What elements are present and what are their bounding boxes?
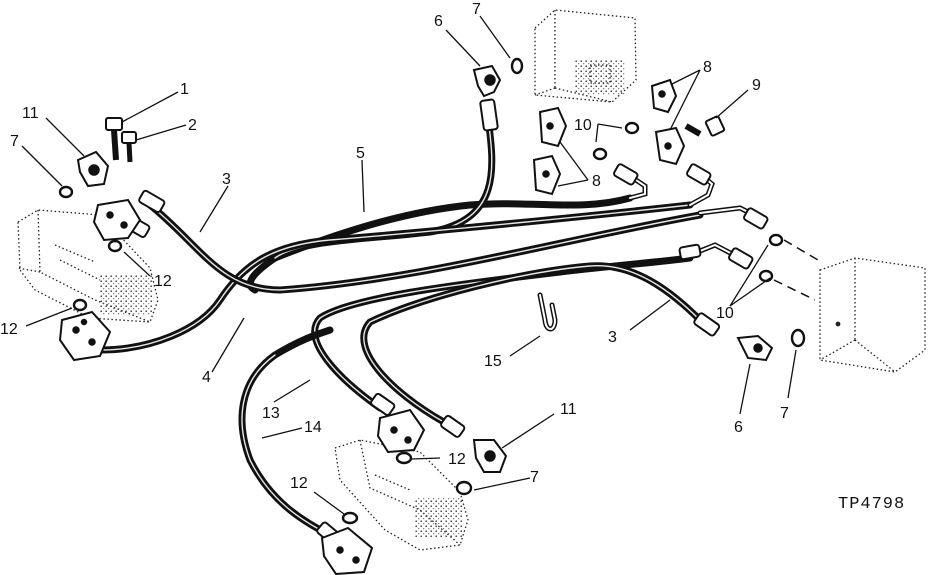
callout-10: 10: [716, 305, 734, 322]
callout-8: 8: [703, 59, 712, 76]
callout-9: 9: [752, 77, 761, 94]
cylinder-block-left: [17, 209, 159, 323]
callout-7: 7: [780, 405, 789, 422]
hose-14: [238, 326, 334, 539]
elbow-fitting-11-left: [76, 150, 110, 188]
callout-10: 10: [574, 117, 592, 134]
clamp-8-b: [654, 126, 686, 166]
figure-code: TP4798: [838, 495, 905, 514]
hose-3-left: [96, 201, 694, 354]
callout-12: 12: [290, 475, 308, 492]
elbow-fitting-6-right: [736, 334, 774, 362]
callout-6: 6: [734, 419, 743, 436]
flange-block-bottom-mid: [376, 408, 426, 454]
flange-block-left-top: [92, 198, 142, 242]
callout-14: 14: [304, 419, 322, 436]
clamp-8-a: [650, 78, 678, 114]
callout-12: 12: [448, 451, 466, 468]
hose-3-right: [360, 262, 709, 432]
flange-block-bottom: [320, 526, 374, 575]
steel-tube-upper: [627, 173, 648, 201]
elbow-fitting-6-top: [472, 64, 502, 98]
callout-11: 11: [22, 105, 39, 122]
callout-7: 7: [530, 469, 539, 486]
cap-screw-2: [121, 131, 137, 163]
callout-2: 2: [188, 117, 197, 134]
callout-3: 3: [222, 171, 231, 188]
o-rings: [58, 57, 806, 525]
callout-8: 8: [592, 173, 601, 190]
hose-15-u-fitting: [537, 292, 558, 332]
hose-5: [246, 114, 634, 294]
clamp-8-d: [532, 154, 562, 196]
hose-4: [146, 201, 704, 294]
callout-4: 4: [202, 369, 211, 386]
callout-12: 12: [154, 273, 172, 290]
hose-13: [311, 254, 694, 412]
callout-11: 11: [560, 401, 577, 418]
callout-5: 5: [356, 145, 365, 162]
flange-block-left-bottom: [58, 310, 112, 362]
callout-15: 15: [484, 353, 502, 370]
control-valve-block-top: [534, 9, 637, 103]
valve-block-right: [819, 257, 926, 373]
callouts: 1 2 11 7 3 5 6 7 8 9 10 8 12 12 4 3 10 1…: [0, 1, 789, 492]
alignment-line-lower: [773, 279, 816, 301]
elbow-fitting-11-bottom: [472, 439, 508, 473]
alignment-line-upper: [783, 239, 819, 261]
callout-7: 7: [472, 1, 481, 18]
callout-7: 7: [10, 133, 19, 150]
cap-screw-9: [684, 115, 726, 137]
callout-13: 13: [262, 405, 280, 422]
clamp-8-c: [538, 106, 568, 148]
leader-lines: [21, 15, 797, 515]
callout-1: 1: [180, 81, 189, 98]
cap-screw-1: [105, 117, 123, 161]
callout-12: 12: [0, 321, 18, 338]
callout-6: 6: [434, 13, 443, 30]
callout-3: 3: [608, 329, 617, 346]
